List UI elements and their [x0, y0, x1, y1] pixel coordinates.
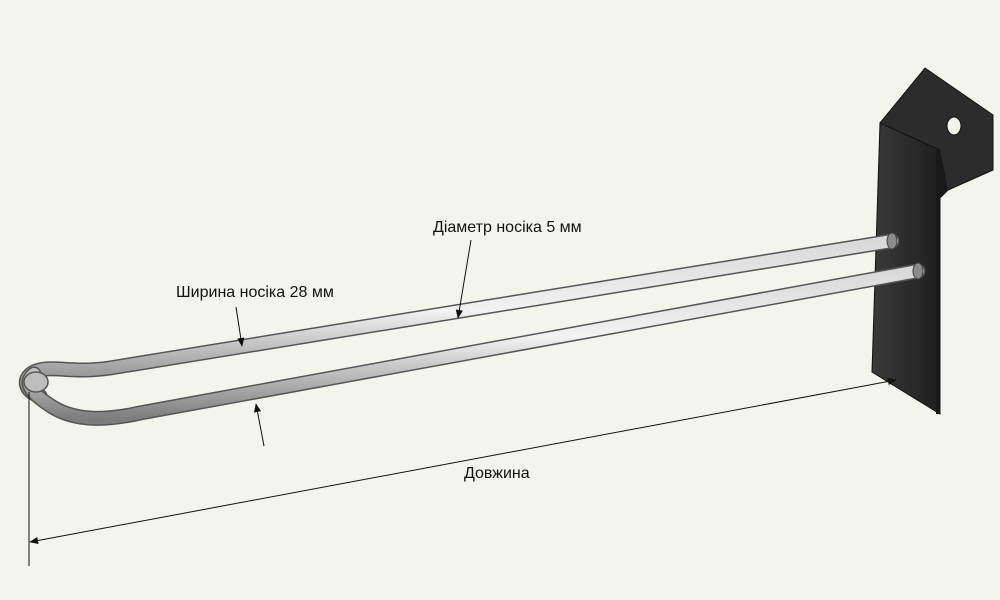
- dimension-lines: [28, 239, 897, 566]
- length-dimension-line: [29, 377, 897, 545]
- hook-tip: [23, 371, 49, 393]
- width-leader-line-bottom: [253, 403, 265, 447]
- mounting-plate: [871, 67, 994, 415]
- tip-width-label: Ширина носіка 28 мм: [176, 284, 334, 301]
- upper-rod-end: [886, 232, 898, 250]
- width-leader-line-top: [235, 306, 245, 347]
- hook-rods: [18, 232, 926, 426]
- diameter-leader-line: [455, 239, 472, 319]
- mounting-hole: [946, 116, 962, 136]
- tip-diameter-label: Діаметр носіка 5 мм: [433, 219, 582, 236]
- plate-edge: [936, 150, 948, 414]
- length-label: Довжина: [464, 465, 530, 482]
- lower-rod-end: [912, 262, 924, 280]
